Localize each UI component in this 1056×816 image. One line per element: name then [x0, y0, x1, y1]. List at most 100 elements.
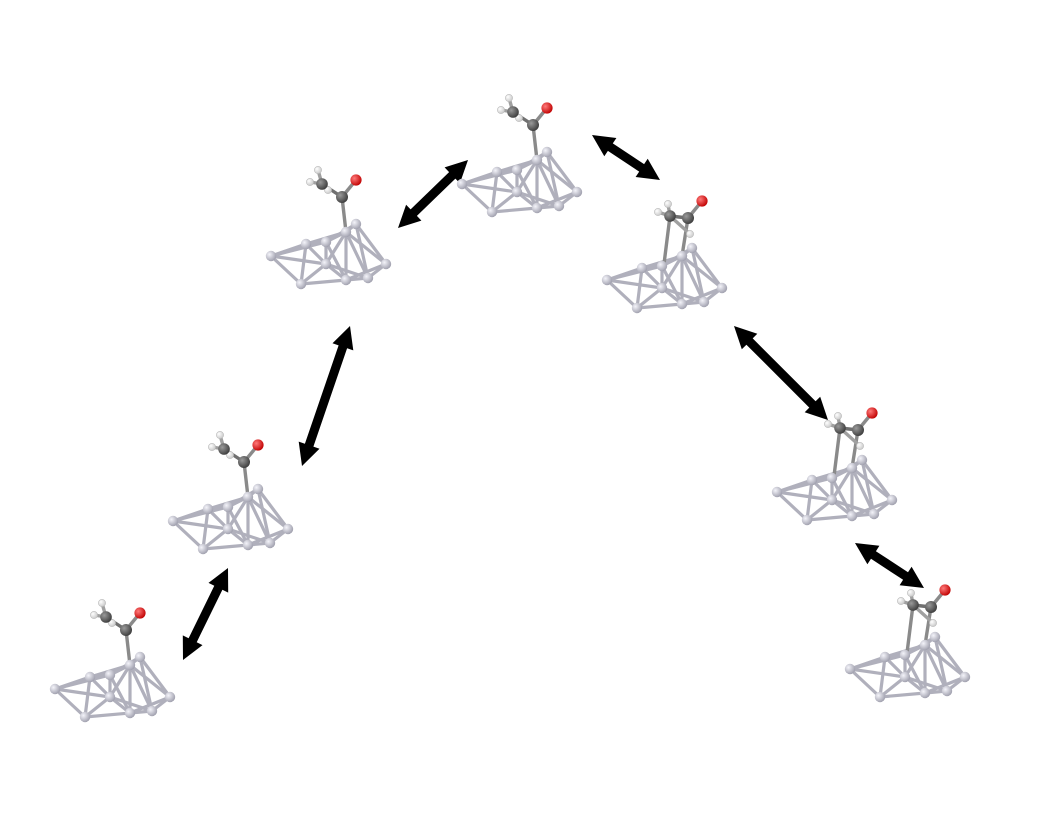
metal-bond	[354, 222, 388, 266]
metal-bond	[128, 695, 172, 715]
hydrogen-atom	[907, 589, 915, 597]
metal-bond	[256, 487, 290, 531]
adsorbate-bond	[662, 214, 672, 266]
metal-atoms	[844, 631, 971, 703]
metal-bond	[850, 498, 894, 518]
metal-atom	[941, 685, 953, 697]
metal-atom	[350, 218, 362, 230]
adsorbate-bond	[850, 428, 860, 470]
metal-atom	[874, 691, 886, 703]
metal-atom	[511, 164, 523, 176]
carbon-atom	[507, 106, 519, 118]
metal-bond	[108, 663, 132, 699]
adsorbate-acetyl	[90, 599, 146, 667]
metal-bond	[515, 158, 539, 194]
metal-atom	[959, 671, 971, 683]
metal-bond	[850, 466, 894, 502]
hydrogen-atom	[897, 597, 905, 605]
metal-atom	[698, 296, 710, 308]
metal-bond	[128, 663, 172, 699]
metal-atom	[846, 510, 858, 522]
adsorbate-acetyl	[306, 166, 362, 234]
hydrogen-atom	[98, 599, 106, 607]
metal-bond	[860, 458, 876, 516]
hydrogen-atom	[314, 166, 322, 174]
hydrogen-atom	[324, 186, 332, 194]
metal-bond	[171, 519, 205, 551]
carbon-atom	[664, 210, 676, 222]
metal-bonds	[460, 150, 579, 214]
metal-bond	[490, 190, 519, 214]
metal-atom	[868, 508, 880, 520]
metal-atom	[222, 501, 234, 513]
metal-bond	[923, 675, 967, 695]
oxygen-atom	[350, 174, 362, 186]
metal-bond	[324, 262, 370, 280]
cluster-2	[167, 431, 294, 555]
oxygen-atom	[696, 195, 708, 207]
metal-atom	[320, 258, 332, 270]
oxygen-atom	[252, 439, 264, 451]
metal-atom	[491, 166, 503, 178]
metal-atom	[879, 651, 891, 663]
metal-bond	[635, 266, 644, 310]
metal-bond	[246, 495, 272, 545]
arrows-layer	[182, 135, 924, 660]
metal-bond	[903, 653, 927, 695]
oxygen-atom	[866, 407, 878, 419]
carbon-atom	[238, 456, 250, 468]
metal-atom	[340, 274, 352, 286]
carbon-atom	[925, 601, 937, 613]
metal-atom	[282, 523, 294, 535]
metal-bond	[830, 498, 876, 516]
metal-bond	[53, 687, 87, 719]
metal-atom	[134, 651, 146, 663]
hydrogen-atom	[208, 443, 216, 451]
metal-atoms	[771, 454, 898, 526]
metal-atoms	[167, 483, 294, 555]
metal-bond	[269, 254, 328, 266]
metal-atom	[222, 523, 234, 535]
metal-bond	[83, 711, 132, 719]
metal-bond	[171, 519, 230, 531]
metal-bond	[690, 246, 706, 304]
metal-bond	[269, 254, 303, 286]
metal-atom	[202, 503, 214, 515]
carbon-atom	[907, 599, 919, 611]
metal-atom	[340, 226, 352, 238]
metal-bond	[660, 264, 684, 306]
oxygen-atom	[134, 607, 146, 619]
metal-bond	[545, 150, 579, 194]
metal-bond	[830, 476, 854, 518]
metal-bond	[535, 190, 579, 210]
metal-bond	[460, 182, 519, 194]
metal-atom	[511, 186, 523, 198]
metal-bond	[605, 278, 639, 310]
metal-bond	[903, 643, 927, 679]
hydrogen-atom	[824, 420, 832, 428]
arrow-1-2	[182, 568, 229, 660]
cluster-6	[771, 407, 898, 526]
adsorbate-bond	[832, 426, 842, 478]
metal-bond	[775, 490, 809, 522]
metal-atom	[676, 250, 688, 262]
metal-atom	[919, 639, 931, 651]
metal-atom	[197, 543, 209, 555]
hydrogen-atom	[654, 208, 662, 216]
metal-atom	[846, 462, 858, 474]
metal-bond	[878, 691, 927, 699]
metal-atom	[806, 474, 818, 486]
metal-bond	[933, 635, 949, 693]
adsorbate-acetyl	[897, 584, 951, 655]
double-headed-arrow	[182, 568, 229, 660]
double-headed-arrow	[592, 135, 660, 180]
metal-atom	[362, 272, 374, 284]
metal-bond	[226, 495, 250, 531]
carbon-atom	[852, 424, 864, 436]
metal-atom	[300, 238, 312, 250]
metal-atom	[242, 539, 254, 551]
metal-bond	[605, 278, 664, 290]
metal-bond	[680, 254, 706, 304]
adsorbate-bond	[680, 216, 690, 258]
